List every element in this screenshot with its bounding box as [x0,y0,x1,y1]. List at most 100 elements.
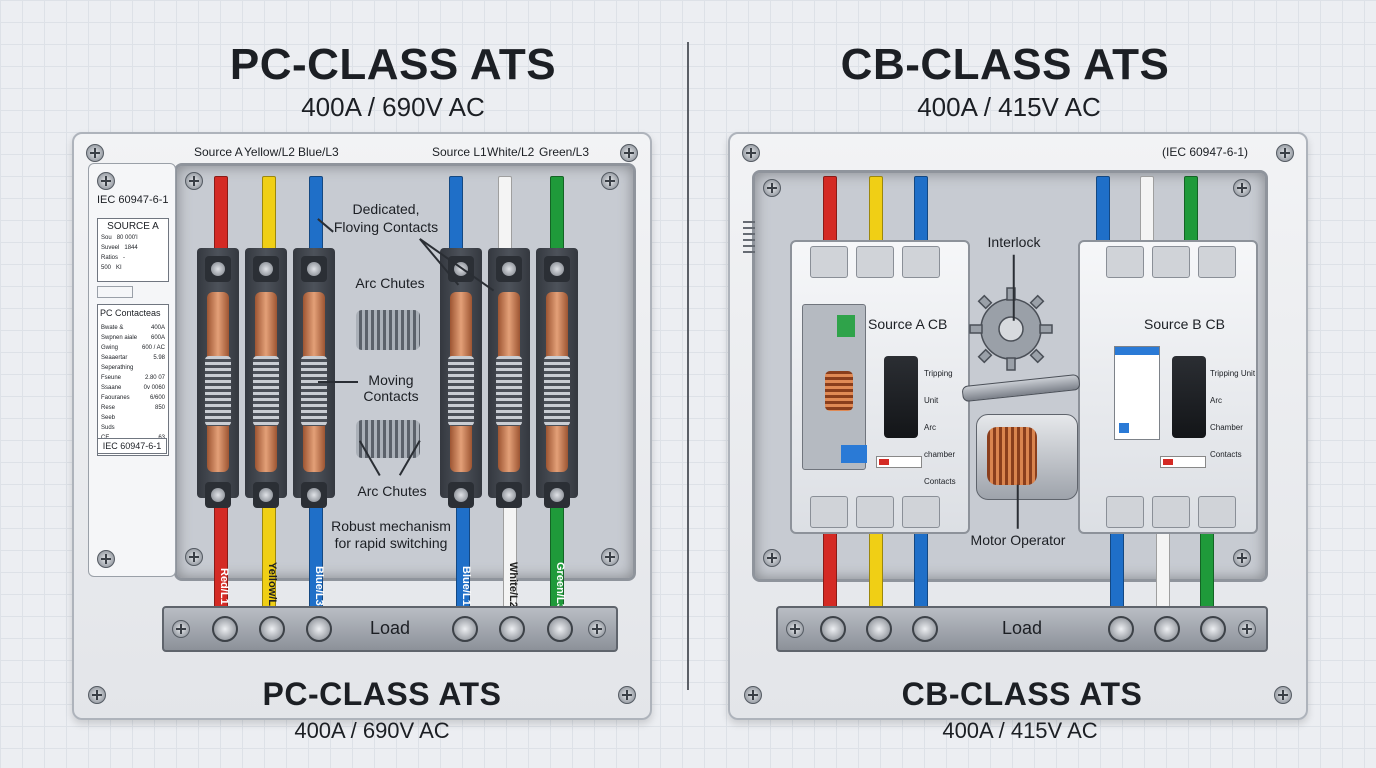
bus-terminal [1200,616,1226,642]
cb-b-arc-chamber: Arc Chamber [1210,396,1243,432]
anno-arc-chutes-top: Arc Chutes [355,275,425,291]
source-a-cb: Source A CB Tripping Unit Arc chamber Co… [790,240,970,534]
nameplate-source-title: SOURCE A [107,221,159,232]
contact-spring [448,356,474,426]
screw-icon [763,549,781,567]
nameplate-row: Fseune 2.80 07 [101,375,165,381]
cb-a-indicator [876,456,922,468]
cb-a-contacts: Contacts [924,477,956,486]
contact-spring [544,356,570,426]
nameplate-row: Ratios - [101,255,126,261]
cb-terminal-slot [856,246,894,278]
cb-terminal-slot [1198,496,1236,528]
source-a-cb-label: Source A CB [868,316,948,332]
cb-b-display-bar [1115,347,1159,355]
cb-subtitle: 400A / 415V AC [917,92,1101,122]
nameplate-row: Seeb [101,415,116,421]
nameplate-source-box: SOURCE A Sou 80 000'l Suveel 1844 Ratios… [97,218,169,282]
cb-b-handle-icon[interactable] [1172,356,1206,438]
pc-load-label: Load [369,618,411,638]
source-b-cb-label: Source B CB [1144,316,1225,332]
cb-terminal-slot [1106,246,1144,278]
pc-subtitle: 400A / 690V AC [301,92,485,122]
pc-source-b-contactor [426,248,594,516]
cb-a-cutaway [802,304,867,470]
cb-terminal-slot [1152,496,1190,528]
bus-terminal [820,616,846,642]
cb-b-parts: Tripping Unit Arc Chamber Contacts [1210,360,1256,468]
screw-icon [185,548,203,566]
terminal [205,256,231,282]
wire-tag-blue-l1: Blue/L1 [460,566,472,606]
anno-dedicated-contacts: Dedicated, Floving Contacts [333,201,439,235]
nameplate-row: Suveel 1844 [101,245,138,251]
screw-icon [88,686,106,704]
cb-terminal-slot [810,246,848,278]
cb-a-coil [825,371,853,411]
nameplate-blank-field [97,286,133,298]
cb-wire-white-top [1140,176,1154,248]
pc-wire-blue-top [309,176,323,254]
pc-label-blue-l3: Blue/L3 [298,145,339,159]
bus-terminal [212,616,238,642]
pc-source-a-contactor [183,248,351,516]
cb-b-contacts: Contacts [1210,450,1242,459]
bus-terminal [1108,616,1134,642]
leader-line [1013,254,1015,321]
center-divider [687,42,689,690]
screw-icon [1276,144,1294,162]
interlock-gear-icon [969,287,1053,371]
cb-bottom-title: CB-CLASS ATS [901,676,1143,712]
interlock-label: Interlock [987,234,1041,250]
terminal [253,482,279,508]
nameplate-contact-box: PC Contacteas Bwate & 400A Swpnen aiale … [97,304,169,456]
bus-terminal [912,616,938,642]
bus-terminal [547,616,573,642]
screw-icon [620,144,638,162]
leader-line [318,381,358,383]
cb-terminal-slot [902,496,940,528]
bus-terminal [306,616,332,642]
anno-moving-contacts: Moving Contacts [363,372,419,404]
terminal [544,482,570,508]
contact-spring [205,356,231,426]
source-b-cb: Source B CB Tripping Unit Arc Chamber Co… [1078,240,1258,534]
nameplate-contact-rows: Bwate & 400A Swpnen aiale 600A Gwing 600… [101,323,165,443]
nameplate-contact-title: PC Contacteas [100,308,161,318]
nameplate-row: Ssaane 0v 0060 [101,385,165,391]
cb-terminal-slot [1198,246,1236,278]
pc-load-busbar: Load [162,606,618,652]
cb-a-handle-icon[interactable] [884,356,918,438]
nameplate-row: Seaaertar 5.98 [101,355,165,361]
pc-bottom-subtitle: 400A / 690V AC [294,718,450,743]
nameplate-row: Faouranes 6/600 [101,395,165,401]
terminal [496,482,522,508]
motor-operator-label: Motor Operator [970,532,1066,548]
cb-load-label: Load [1001,618,1043,638]
nameplate-row: Swpnen aiale 600A [101,335,165,341]
cb-terminal-slot [810,496,848,528]
cb-terminal-slot [1152,246,1190,278]
wire-tag-green-l3: Green/L3 [554,562,566,610]
terminal [301,256,327,282]
bus-terminal [259,616,285,642]
screw-icon [1238,620,1256,638]
pc-wire-yellow-top [262,176,276,254]
nameplate-row: Rese 850 [101,405,165,411]
screw-icon [185,172,203,190]
vent-slots [743,221,755,257]
pc-wire-blue-top-b [449,176,463,254]
cb-terminal-slot [856,496,894,528]
cb-b-display-led [1119,423,1129,433]
nameplate-row: Seperathing [101,365,134,371]
screw-icon [172,620,190,638]
cb-a-arc-chamber: Arc chamber [924,423,956,459]
terminal [301,482,327,508]
screw-icon [742,144,760,162]
bus-terminal [499,616,525,642]
nameplate-row: Bwate & 400A [101,325,165,331]
cb-wire-blue-top-b [1096,176,1110,248]
screw-icon [86,144,104,162]
pc-wire-red-top [214,176,228,254]
screw-icon [588,620,606,638]
